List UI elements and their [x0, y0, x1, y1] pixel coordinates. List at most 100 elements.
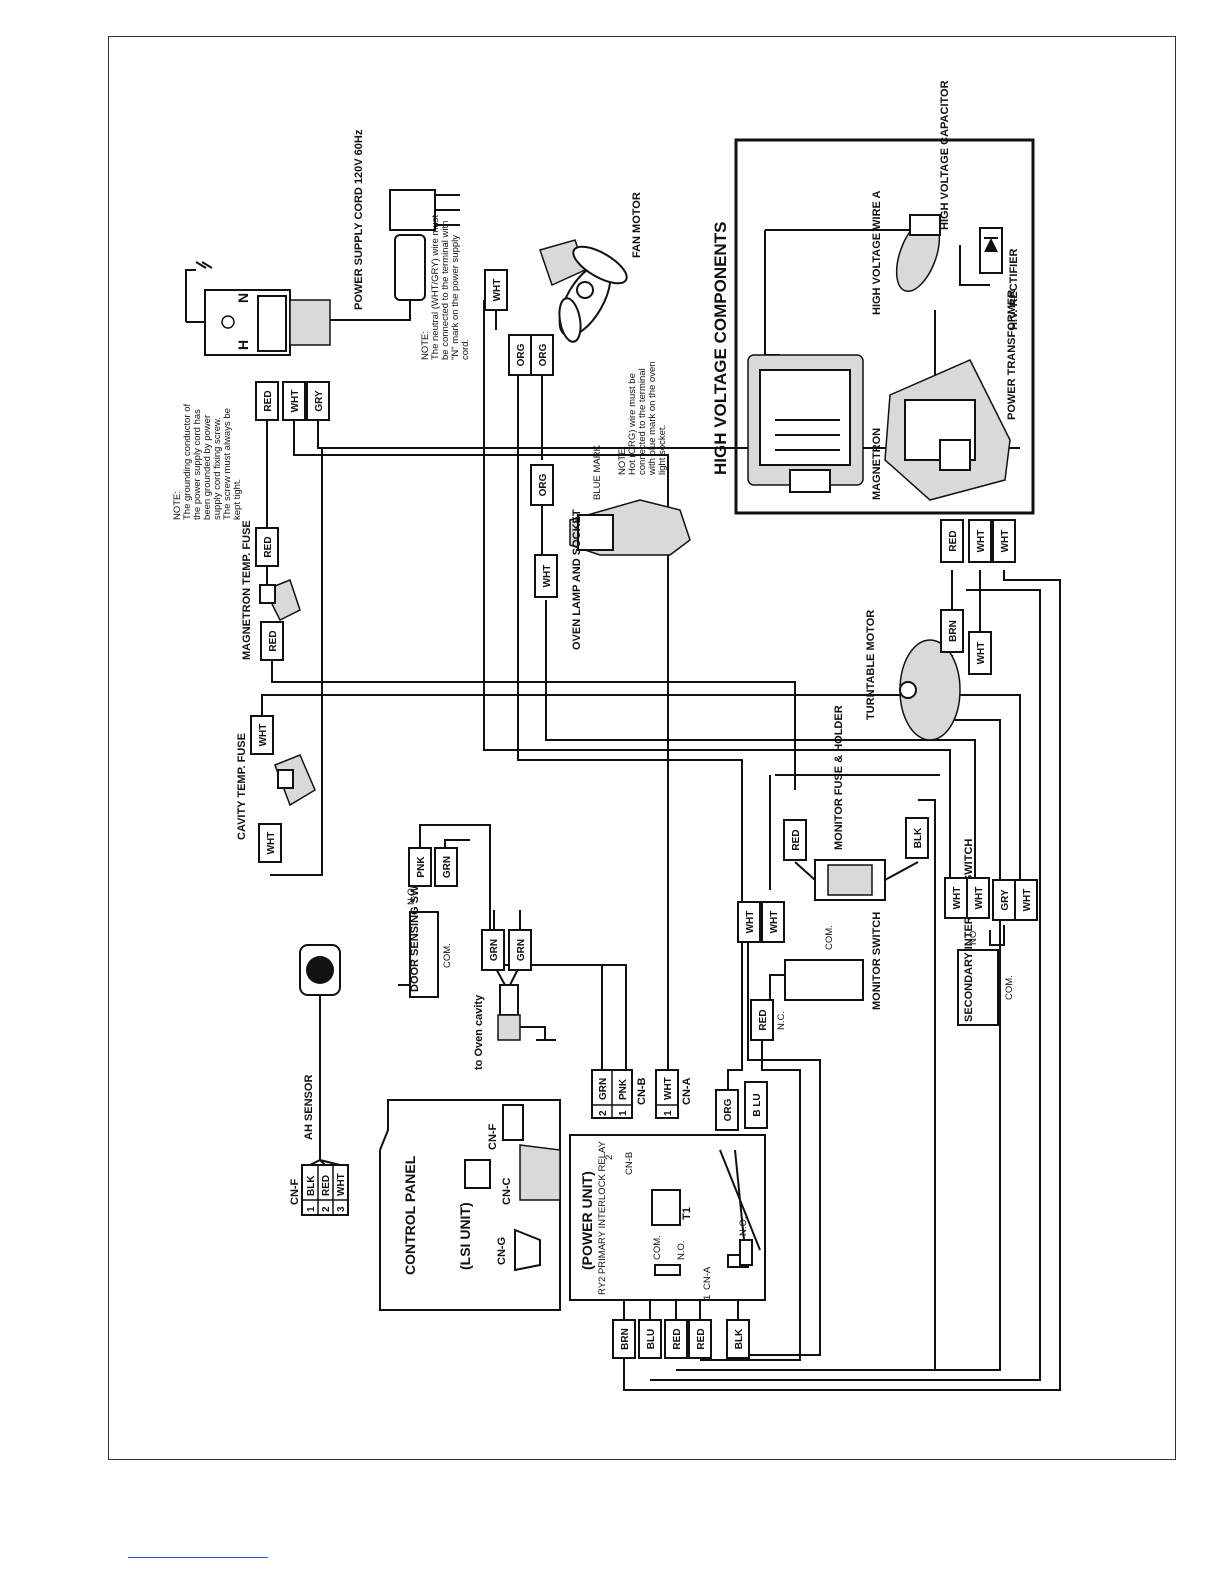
- monitor-switch-icon: [769, 959, 864, 1001]
- wire-monitor-red: [769, 774, 940, 890]
- wire-tag-grn: GRN: [481, 929, 505, 971]
- wire-tag-box: [1014, 879, 1038, 921]
- magnetron-fuse-label: MAGNETRON TEMP. FUSE: [241, 520, 253, 660]
- hv-capacitor-label: HIGH VOLTAGE CAPACITOR: [939, 80, 951, 230]
- pu-com: COM.: [652, 1235, 663, 1260]
- svg-text:The neutral (WHT/GRY) wire mus: The neutral (WHT/GRY) wire must: [430, 215, 441, 360]
- svg-text:The screw must always be: The screw must always be: [222, 408, 233, 520]
- wire-tag-text: WHT: [266, 832, 277, 855]
- wire-tag-box: [260, 621, 284, 661]
- secondary-switch-label: SECONDARY INTERLOCK SWITCH: [963, 839, 975, 1022]
- wire-tag-text: ORG: [538, 343, 549, 366]
- wire-tag-blk: BLK: [726, 1319, 750, 1359]
- wire-tag-text: BLU: [646, 1329, 657, 1350]
- secondary-switch-icon: [957, 949, 999, 1026]
- wire-tag-box: [612, 1319, 636, 1359]
- wire-tag-text: WHT: [542, 565, 553, 588]
- cng-label: CN-G: [496, 1237, 508, 1265]
- wire-tag-text: WHT: [745, 911, 756, 934]
- wire-tag-box: [534, 554, 558, 598]
- cnf-pin3-color: WHT: [336, 1173, 347, 1196]
- wire-tag-box: [966, 877, 990, 919]
- wire-grn-cavity: [519, 910, 627, 1070]
- monitor-switch-label: MONITOR SWITCH: [871, 912, 883, 1010]
- wire-tag-red: RED: [255, 527, 279, 567]
- wire-tag-text: BLK: [734, 1328, 745, 1349]
- wire-mon-sw-wht: [738, 925, 821, 1356]
- wire-tag-box: [282, 381, 306, 421]
- wire-tag-wht: WHT: [966, 877, 990, 919]
- wire-tag-text: ORG: [723, 1098, 734, 1121]
- wire-tag-text: ORG: [516, 343, 527, 366]
- wire-tag-text: BRN: [620, 1328, 631, 1350]
- wire-sec-gry: [989, 925, 1005, 946]
- cnb-pin1-color: PNK: [618, 1078, 629, 1100]
- svg-text:been grounded by power: been grounded by power: [202, 415, 213, 520]
- hv-capacitor-icon: [895, 214, 941, 292]
- wire-tag-red: RED: [688, 1319, 712, 1359]
- wire-tag-wht: WHT: [534, 554, 558, 598]
- cnf-pin3: 3: [336, 1206, 347, 1212]
- power-cord-label: POWER SUPPLY CORD 120V 60Hz: [353, 129, 365, 310]
- svg-text:kept tight.: kept tight.: [232, 479, 243, 520]
- hv-wire-label: HIGH VOLTAGE WIRE A: [871, 190, 883, 315]
- wire-tag-box: [992, 519, 1016, 563]
- wire-tag-box: [508, 929, 532, 971]
- pu-no2: N.O.: [738, 1216, 749, 1236]
- note-ground: NOTE: The grounding conductor of the pow…: [172, 403, 243, 520]
- wire-tag-wht: WHT: [761, 901, 785, 943]
- cnb-connector: 2 GRN 1 PNK: [591, 1069, 633, 1119]
- terminal-n: N: [235, 293, 251, 303]
- svg-text:cord.: cord.: [460, 339, 471, 360]
- wire-trans-wht2: [623, 570, 1061, 1391]
- terminal-block-icon: [185, 261, 331, 356]
- cnb-pin1: 1: [618, 1110, 629, 1116]
- svg-text:with blue mark on the oven: with blue mark on the oven: [647, 361, 658, 476]
- secondary-com: COM.: [1004, 975, 1015, 1000]
- oven-lamp-icon: [569, 499, 691, 556]
- monitor-nc: N.C.: [776, 1011, 787, 1030]
- wire-tag-text: WHT: [974, 887, 985, 910]
- wire-tag-org: ORG: [530, 464, 554, 506]
- wire-gry-main: [270, 448, 323, 876]
- door-switch-label: DOOR SENSING SWITCH: [409, 860, 421, 992]
- wire-tag-text: GRN: [442, 856, 453, 878]
- fan-motor-label: FAN MOTOR: [631, 192, 643, 258]
- pu-no: N.O.: [676, 1240, 687, 1260]
- pu-cna: CN-A: [702, 1266, 713, 1290]
- magnetron-icon: [747, 354, 864, 493]
- wire-tag-text: GRN: [489, 939, 500, 961]
- hv-rectifier-label: H.V. RECTIFIER: [1008, 248, 1020, 330]
- wire-tag-red: RED: [940, 519, 964, 563]
- wire-tag-blk: BLK: [905, 817, 929, 859]
- wire-monitor-blk: [918, 799, 936, 1370]
- wire-tag-wht: WHT: [968, 519, 992, 563]
- wire-tag-red: RED: [255, 381, 279, 421]
- power-unit-outline: [569, 1134, 766, 1301]
- wire-tag-b_lu: B LU: [744, 1081, 768, 1129]
- wire-tag-wht: WHT: [737, 901, 761, 943]
- wire-tag-box: [726, 1319, 750, 1359]
- wire-tag-org: ORG: [530, 334, 554, 376]
- wire-tag-red: RED: [664, 1319, 688, 1359]
- wire-tag-text: GRY: [1000, 889, 1011, 911]
- cnf2-label: CN-F: [487, 1123, 499, 1150]
- svg-text:NOTE:: NOTE:: [172, 491, 183, 520]
- wire-tag-box: [408, 847, 432, 887]
- cnb-pin2: 2: [598, 1110, 609, 1116]
- door-no: N.O.: [406, 885, 417, 905]
- wire-tag-box: [761, 901, 785, 943]
- monitor-fuse-label: MONITOR FUSE & HOLDER: [833, 705, 845, 850]
- wire-tag-blu: BLU: [638, 1319, 662, 1359]
- cnf-label: CN-F: [289, 1178, 301, 1205]
- svg-text:NOTE:: NOTE:: [617, 446, 628, 475]
- cnf-pin2: 2: [321, 1206, 332, 1212]
- wire-tag-box: [530, 464, 554, 506]
- wire-tag-text: WHT: [258, 724, 269, 747]
- wire-tag-wht: WHT: [484, 269, 508, 311]
- wire-tag-box: [484, 269, 508, 311]
- svg-text:NOTE:: NOTE:: [420, 331, 431, 360]
- monitor-fuse-icon: [794, 859, 919, 901]
- wire-tag-brn: BRN: [940, 609, 964, 653]
